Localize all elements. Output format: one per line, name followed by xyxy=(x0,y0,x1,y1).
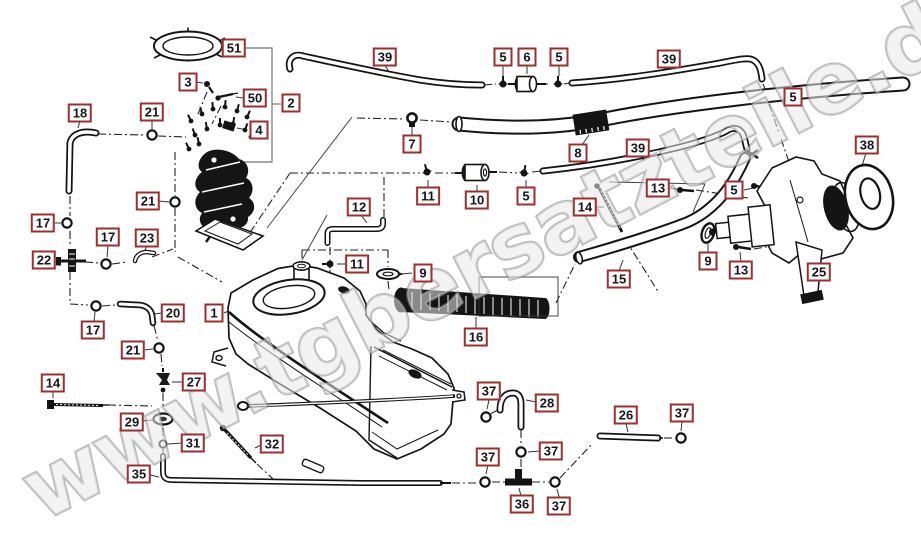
callout-5[interactable]: 5 xyxy=(724,180,744,200)
callout-37[interactable]: 37 xyxy=(538,441,564,461)
callout-5[interactable]: 5 xyxy=(493,47,513,67)
callout-23[interactable]: 23 xyxy=(134,228,160,248)
callout-28[interactable]: 28 xyxy=(534,393,560,413)
leader-lines xyxy=(52,43,867,498)
callout-39[interactable]: 39 xyxy=(372,47,398,67)
callout-9[interactable]: 9 xyxy=(698,251,718,271)
callout-15[interactable]: 15 xyxy=(606,269,632,289)
callout-31[interactable]: 31 xyxy=(180,433,206,453)
tee-fitting-36 xyxy=(505,469,532,486)
bolt-13-right xyxy=(733,244,752,251)
callout-13[interactable]: 13 xyxy=(728,260,754,280)
callout-12[interactable]: 12 xyxy=(346,197,372,217)
callout-4[interactable]: 4 xyxy=(249,120,269,140)
callout-38[interactable]: 38 xyxy=(854,135,880,155)
callout-5[interactable]: 5 xyxy=(516,186,536,206)
callout-37[interactable]: 37 xyxy=(669,403,695,423)
callout-14[interactable]: 14 xyxy=(40,373,66,393)
hose-8 xyxy=(451,76,911,136)
hose-20 xyxy=(116,300,157,327)
grommet-7 xyxy=(406,112,418,127)
callout-39[interactable]: 39 xyxy=(625,138,651,158)
callout-37[interactable]: 37 xyxy=(476,381,502,401)
callout-35[interactable]: 35 xyxy=(126,464,152,484)
corrugated-hose-16 xyxy=(394,276,559,319)
fuel-pump-sender xyxy=(182,81,265,251)
callout-14[interactable]: 14 xyxy=(572,197,598,217)
elbow-hose-15 xyxy=(573,152,751,265)
callout-17[interactable]: 17 xyxy=(30,213,56,233)
callout-6[interactable]: 6 xyxy=(517,47,537,67)
flange-ring-38 xyxy=(843,163,895,231)
callout-50[interactable]: 50 xyxy=(242,88,268,108)
washer-29 xyxy=(152,412,174,426)
callout-9[interactable]: 9 xyxy=(413,263,433,283)
callout-11[interactable]: 11 xyxy=(345,254,369,274)
callout-8[interactable]: 8 xyxy=(568,143,588,163)
callout-17[interactable]: 17 xyxy=(80,320,106,340)
construction-lines xyxy=(266,116,706,261)
callout-21[interactable]: 21 xyxy=(139,102,165,122)
hose-39-lower xyxy=(539,124,759,175)
callout-22[interactable]: 22 xyxy=(31,250,57,270)
callout-37[interactable]: 37 xyxy=(546,496,572,516)
hook-hose-28 xyxy=(496,389,525,431)
group-bracket xyxy=(243,47,281,163)
hose-18 xyxy=(65,128,100,195)
callout-1[interactable]: 1 xyxy=(204,303,224,323)
callout-2[interactable]: 2 xyxy=(281,93,301,113)
screw-14-right xyxy=(594,183,624,233)
callout-26[interactable]: 26 xyxy=(613,405,639,425)
hose-26 xyxy=(596,432,663,442)
callout-27[interactable]: 27 xyxy=(181,372,207,392)
callout-36[interactable]: 36 xyxy=(509,494,535,514)
inline-filter-6 xyxy=(497,75,564,93)
callout-10[interactable]: 10 xyxy=(464,190,490,210)
fuel-filter-10 xyxy=(419,162,531,182)
tube-12 xyxy=(324,217,386,246)
callout-21[interactable]: 21 xyxy=(135,191,161,211)
callout-18[interactable]: 18 xyxy=(67,103,93,123)
callout-16[interactable]: 16 xyxy=(463,327,489,347)
callout-17[interactable]: 17 xyxy=(95,227,121,247)
seal-9-left xyxy=(376,268,404,280)
callout-13[interactable]: 13 xyxy=(645,178,671,198)
callout-11[interactable]: 11 xyxy=(416,186,440,206)
callout-5[interactable]: 5 xyxy=(783,87,803,107)
callout-37[interactable]: 37 xyxy=(475,447,501,467)
petcock-assembly-25 xyxy=(708,156,861,305)
screw-32 xyxy=(219,424,257,464)
bolt-13-left xyxy=(677,187,695,193)
screw-14-left xyxy=(47,400,109,409)
hose-39-right xyxy=(568,55,776,103)
callout-5[interactable]: 5 xyxy=(549,47,569,67)
callout-29[interactable]: 29 xyxy=(119,412,145,432)
callout-20[interactable]: 20 xyxy=(160,303,186,323)
callout-39[interactable]: 39 xyxy=(656,49,682,69)
fuel-tank xyxy=(211,260,466,474)
callout-32[interactable]: 32 xyxy=(259,434,285,454)
callout-21[interactable]: 21 xyxy=(120,340,146,360)
hose-35 xyxy=(160,453,451,486)
callout-51[interactable]: 51 xyxy=(221,38,247,58)
fitting-22 xyxy=(56,249,86,272)
callout-3[interactable]: 3 xyxy=(178,72,198,92)
valve-27 xyxy=(156,368,170,393)
callout-25[interactable]: 25 xyxy=(806,262,832,282)
fitting-23 xyxy=(132,249,157,264)
hose-39-left xyxy=(285,51,486,89)
callout-7[interactable]: 7 xyxy=(402,134,422,154)
